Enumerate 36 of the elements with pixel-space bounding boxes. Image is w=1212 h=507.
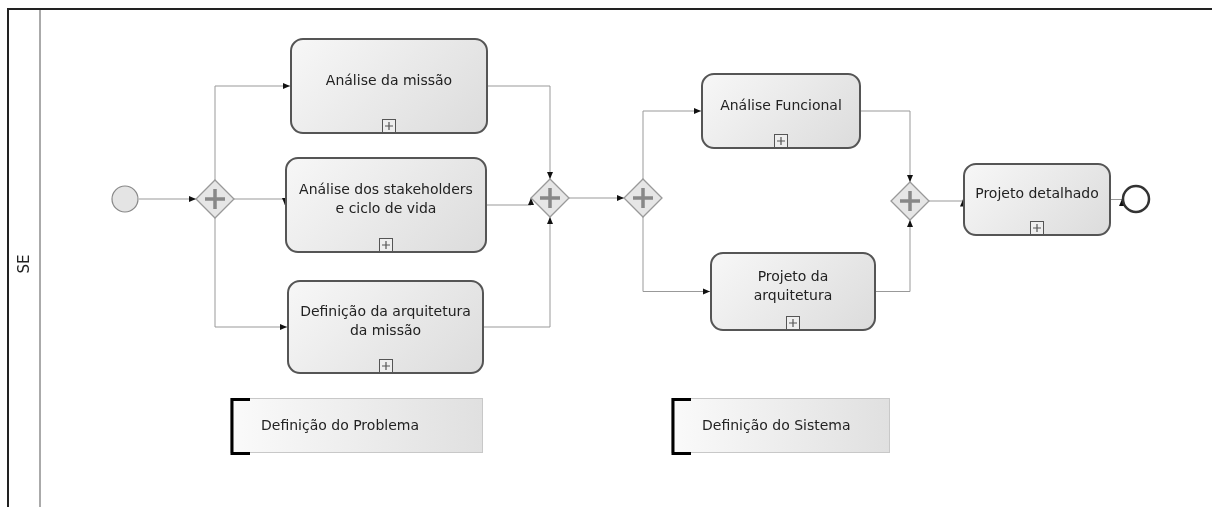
parallel-gateway-diamond (531, 179, 569, 217)
sequence-flow-arrow (642, 108, 702, 180)
parallel-gateway-diamond (891, 182, 929, 220)
task-label: Projeto da arquitetura (752, 266, 834, 305)
task-label: Projeto detalhado (975, 184, 1099, 203)
text-annotation (230, 398, 483, 453)
sequence-flow-arrow (138, 196, 197, 202)
sequence-flow-arrow (483, 216, 553, 328)
sequence-flow-arrow (875, 219, 913, 292)
subprocess-box (701, 73, 861, 149)
sequence-flow-arrow (487, 85, 553, 180)
sequence-flow-arrow (860, 110, 913, 183)
task-label: Análise Funcional (720, 95, 842, 115)
sequence-flow-arrow (214, 83, 291, 181)
end-event-circle (1122, 185, 1150, 213)
lane-label: SE (15, 254, 33, 274)
pool-frame (7, 8, 1212, 507)
annotation-text: Definição do Sistema (702, 416, 851, 435)
sequence-flow-arrow (486, 197, 534, 206)
sequence-flow-arrow (642, 216, 711, 295)
subprocess-box (963, 163, 1111, 236)
subprocess-box (285, 157, 487, 253)
subprocess-box (710, 252, 876, 331)
parallel-gateway-diamond (624, 179, 662, 217)
subprocess-box (290, 38, 488, 134)
task-label: Definição da arquitetura da missão (299, 302, 472, 340)
sequence-flow-arrow (214, 217, 288, 330)
start-event-circle (111, 185, 139, 213)
task-label: Análise dos stakeholders e ciclo de vida (298, 180, 474, 218)
text-annotation (671, 398, 890, 453)
task-label: Análise da missão (325, 70, 453, 90)
sequence-flow-arrow (568, 195, 625, 201)
parallel-gateway-diamond (196, 180, 234, 218)
subprocess-box (287, 280, 484, 374)
sequence-flow-arrow (1110, 198, 1125, 206)
annotation-text: Definição do Problema (261, 416, 419, 435)
